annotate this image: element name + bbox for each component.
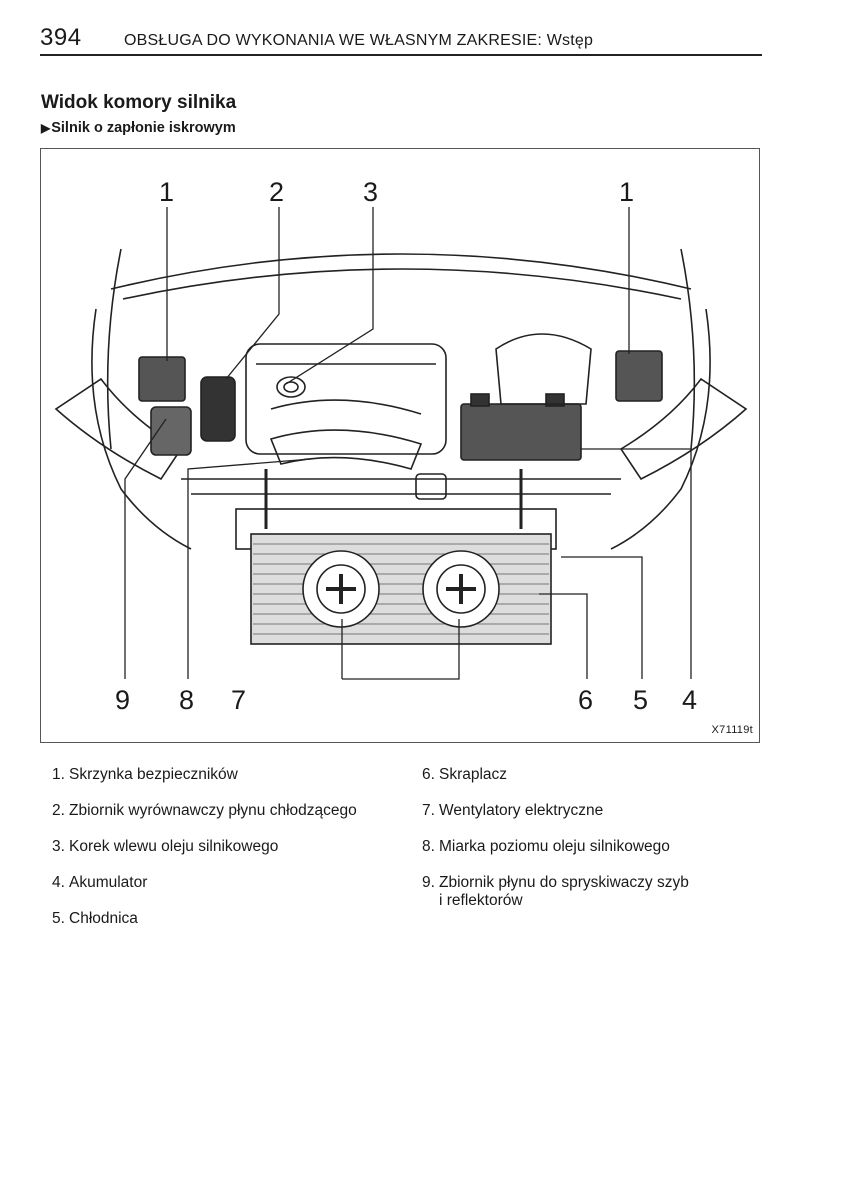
legend-number: 4.: [52, 874, 65, 891]
running-title: OBSŁUGA DO WYKONANIA WE WŁASNYM ZAKRESIE…: [124, 32, 594, 49]
legend-number: 8.: [422, 838, 435, 855]
legend-text: Wentylatory elektryczne: [439, 802, 604, 819]
triangle-arrow-icon: ▶: [41, 121, 51, 135]
callout-1-left: 1: [159, 177, 175, 207]
section-title: Widok komory silnika: [41, 92, 237, 113]
legend-item: 8. Miarka poziomu oleju silnikowego: [422, 838, 762, 856]
callout-8: 8: [179, 685, 195, 715]
subsection-title: ▶Silnik o zapłonie iskrowym: [41, 120, 236, 136]
engine-bay-drawing: [54, 207, 748, 680]
legend-number: 9.: [422, 874, 435, 891]
callout-3: 3: [363, 177, 379, 207]
legend-left-column: 1. Skrzynka bezpieczników 2. Zbiornik wy…: [52, 766, 412, 946]
engine-bay-illustration: 1 2 3 1 9 8 7 6 5 4 X71119t: [40, 148, 760, 743]
legend-item: 1. Skrzynka bezpieczników: [52, 766, 412, 784]
legend-text: Zbiornik wyrównawczy płynu chłodzącego: [69, 802, 357, 819]
legend-item: 6. Skraplacz: [422, 766, 762, 784]
legend-number: 6.: [422, 766, 435, 783]
legend-item: 5. Chłodnica: [52, 910, 412, 928]
callout-2: 2: [269, 177, 285, 207]
callout-6: 6: [578, 685, 594, 715]
page-number: 394: [40, 24, 82, 51]
callout-9: 9: [115, 685, 131, 715]
legend-text: Korek wlewu oleju silnikowego: [69, 838, 279, 855]
legend-item: 3. Korek wlewu oleju silnikowego: [52, 838, 412, 856]
callout-4: 4: [682, 685, 698, 715]
legend-item: 2. Zbiornik wyrównawczy płynu chłodząceg…: [52, 802, 412, 820]
legend-item: 4. Akumulator: [52, 874, 412, 892]
page-header: 394 OBSŁUGA DO WYKONANIA WE WŁASNYM ZAKR…: [40, 24, 762, 56]
legend-number: 2.: [52, 802, 65, 819]
callout-1-right: 1: [619, 177, 635, 207]
legend-text: Zbiornik płynu do spryskiwaczy szyb i re…: [439, 874, 689, 909]
legend-item: 7. Wentylatory elektryczne: [422, 802, 762, 820]
figure-code: X71119t: [711, 724, 753, 736]
legend-text: Skraplacz: [439, 766, 508, 783]
legend-text: Skrzynka bezpieczników: [69, 766, 238, 783]
legend-number: 7.: [422, 802, 435, 819]
legend-right-column: 6. Skraplacz 7. Wentylatory elektryczne …: [422, 766, 762, 928]
legend-number: 3.: [52, 838, 65, 855]
subsection-label: Silnik o zapłonie iskrowym: [51, 120, 236, 136]
callout-7: 7: [231, 685, 247, 715]
callout-5: 5: [633, 685, 649, 715]
legend-number: 5.: [52, 910, 65, 927]
legend-text: Miarka poziomu oleju silnikowego: [439, 838, 670, 855]
legend-text: Chłodnica: [69, 910, 138, 927]
legend-text: Akumulator: [69, 874, 148, 891]
legend-number: 1.: [52, 766, 65, 783]
legend-item: 9. Zbiornik płynu do spryskiwaczy szyb i…: [422, 874, 762, 910]
